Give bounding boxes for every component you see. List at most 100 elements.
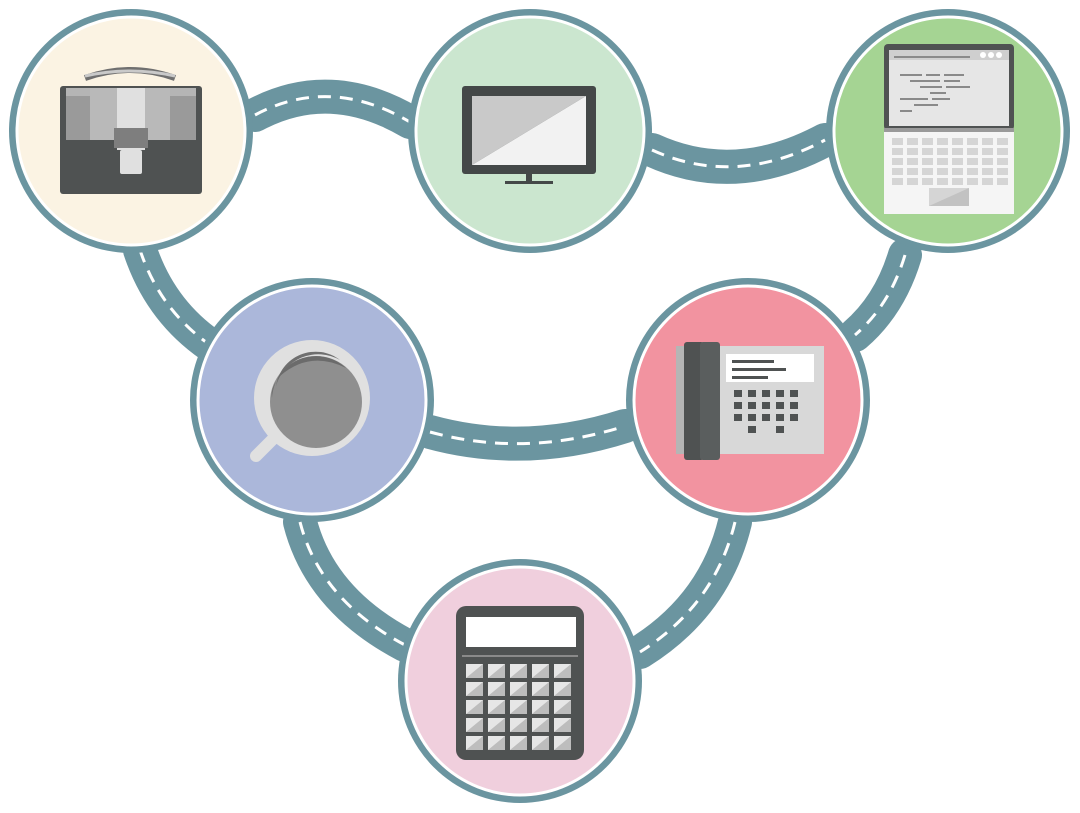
calculator-key-shade [510,736,527,750]
laptop-key [967,158,978,165]
laptop-key [967,178,978,185]
phone-key [748,414,756,421]
laptop-key [922,168,933,175]
laptop-key [892,168,903,175]
node-briefcase [9,9,253,253]
calculator-key-shade [466,664,483,678]
laptop-key [967,148,978,155]
phone-key [748,426,756,433]
phone-key [762,390,770,397]
laptop-key [952,138,963,145]
phone-key [734,414,742,421]
calculator-key-shade [554,682,571,696]
calculator-key-shade [466,682,483,696]
node-coffee [190,278,434,522]
calculator-keypad [466,664,571,750]
laptop-key [997,148,1008,155]
road-coffee-calculator [283,505,422,662]
laptop-key [922,158,933,165]
laptop-key [967,168,978,175]
node-laptop [826,9,1070,253]
laptop-key [952,148,963,155]
laptop-key [982,148,993,155]
laptop-key [982,158,993,165]
phone-key [762,414,770,421]
phone-key [762,402,770,409]
desk-phone-icon [676,342,824,460]
road-laptop-telephone [838,238,922,352]
road-telephone-calculator [623,505,752,669]
phone-key [776,414,784,421]
phone-key [790,414,798,421]
laptop-key [982,138,993,145]
laptop-key [952,158,963,165]
calculator-key-shade [510,718,527,732]
briefcase-icon [60,67,202,194]
phone-key [776,390,784,397]
laptop-key [892,138,903,145]
phone-key [776,402,784,409]
calculator-key-shade [532,682,549,696]
laptop-keyboard [892,138,1008,185]
phone-key [776,426,784,433]
calculator-key-shade [488,718,505,732]
phone-key [748,390,756,397]
calculator-key-shade [488,664,505,678]
laptop-key [982,178,993,185]
road-briefcase-coffee [123,233,227,362]
laptop-key [952,168,963,175]
coffee-cup-icon [250,340,370,462]
road-coffee-telephone [413,409,642,461]
calculator-key-shade [510,682,527,696]
laptop-key [982,168,993,175]
laptop-key [922,148,933,155]
node-calculator [398,559,642,803]
calculator-key-shade [554,718,571,732]
calculator-key-shade [554,664,571,678]
calculator-key-shade [532,664,549,678]
calculator-key-shade [532,700,549,714]
laptop-key [922,178,933,185]
calculator-key-shade [466,736,483,750]
laptop-icon [884,44,1014,214]
calculator-key-shade [488,700,505,714]
calculator-key-shade [554,736,571,750]
laptop-key [892,148,903,155]
road-monitor-laptop [635,123,842,184]
phone-key [734,390,742,397]
calculator-key-shade [510,700,527,714]
phone-key [790,402,798,409]
laptop-key [907,178,918,185]
calculator-key-shade [532,736,549,750]
calculator-key-shade [554,700,571,714]
laptop-key [937,178,948,185]
laptop-key [937,138,948,145]
calculator-icon [456,606,584,760]
laptop-key [997,158,1008,165]
calculator-key-shade [532,718,549,732]
laptop-key [937,158,948,165]
roads [123,79,922,669]
monitor-icon [462,86,596,184]
laptop-key [907,158,918,165]
laptop-key [952,178,963,185]
laptop-key [892,158,903,165]
phone-keypad [734,390,798,433]
laptop-key [967,138,978,145]
laptop-key [997,138,1008,145]
laptop-key [997,178,1008,185]
calculator-key-shade [466,718,483,732]
laptop-key [937,148,948,155]
laptop-key [907,138,918,145]
node-telephone [626,278,870,522]
laptop-key [922,138,933,145]
laptop-key [907,168,918,175]
laptop-key [937,168,948,175]
calculator-key-shade [466,700,483,714]
laptop-key [907,148,918,155]
phone-key [790,390,798,397]
calculator-key-shade [488,682,505,696]
calculator-key-shade [510,664,527,678]
laptop-key [892,178,903,185]
